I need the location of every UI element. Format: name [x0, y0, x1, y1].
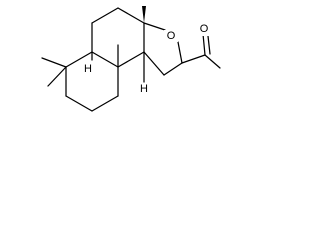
- bond: [163, 62, 183, 76]
- bond: [143, 22, 166, 31]
- bond: [65, 51, 93, 68]
- gem-dimethyl: [41, 57, 67, 87]
- bond: [47, 66, 67, 87]
- bond: [41, 57, 67, 68]
- bond: [143, 51, 165, 76]
- bond: [207, 35, 211, 55]
- bond: [117, 51, 145, 68]
- bond: [91, 95, 119, 112]
- stereo-h-bonds: [91, 51, 145, 83]
- ring-oxygen-label: O: [167, 30, 176, 42]
- ring-b: [91, 7, 145, 68]
- bond: [181, 54, 206, 64]
- bond: [91, 51, 119, 68]
- acetyl-group: [181, 33, 221, 69]
- h-c9-label: H: [140, 83, 148, 95]
- bond: [91, 7, 119, 24]
- ring-a: [65, 51, 119, 112]
- angular-methyl-wedge: [142, 6, 146, 23]
- atom-labels: O O H H: [84, 23, 211, 95]
- bond: [65, 95, 93, 112]
- carbonyl-oxygen-label: O: [200, 23, 209, 35]
- ring-c: [143, 22, 183, 76]
- wedge-bond: [142, 6, 146, 23]
- h-c5-label: H: [84, 63, 92, 75]
- bond: [117, 7, 145, 24]
- bond: [202, 33, 206, 56]
- bond: [204, 54, 221, 69]
- chemical-structure: O O H H: [41, 6, 221, 112]
- bond: [177, 41, 183, 64]
